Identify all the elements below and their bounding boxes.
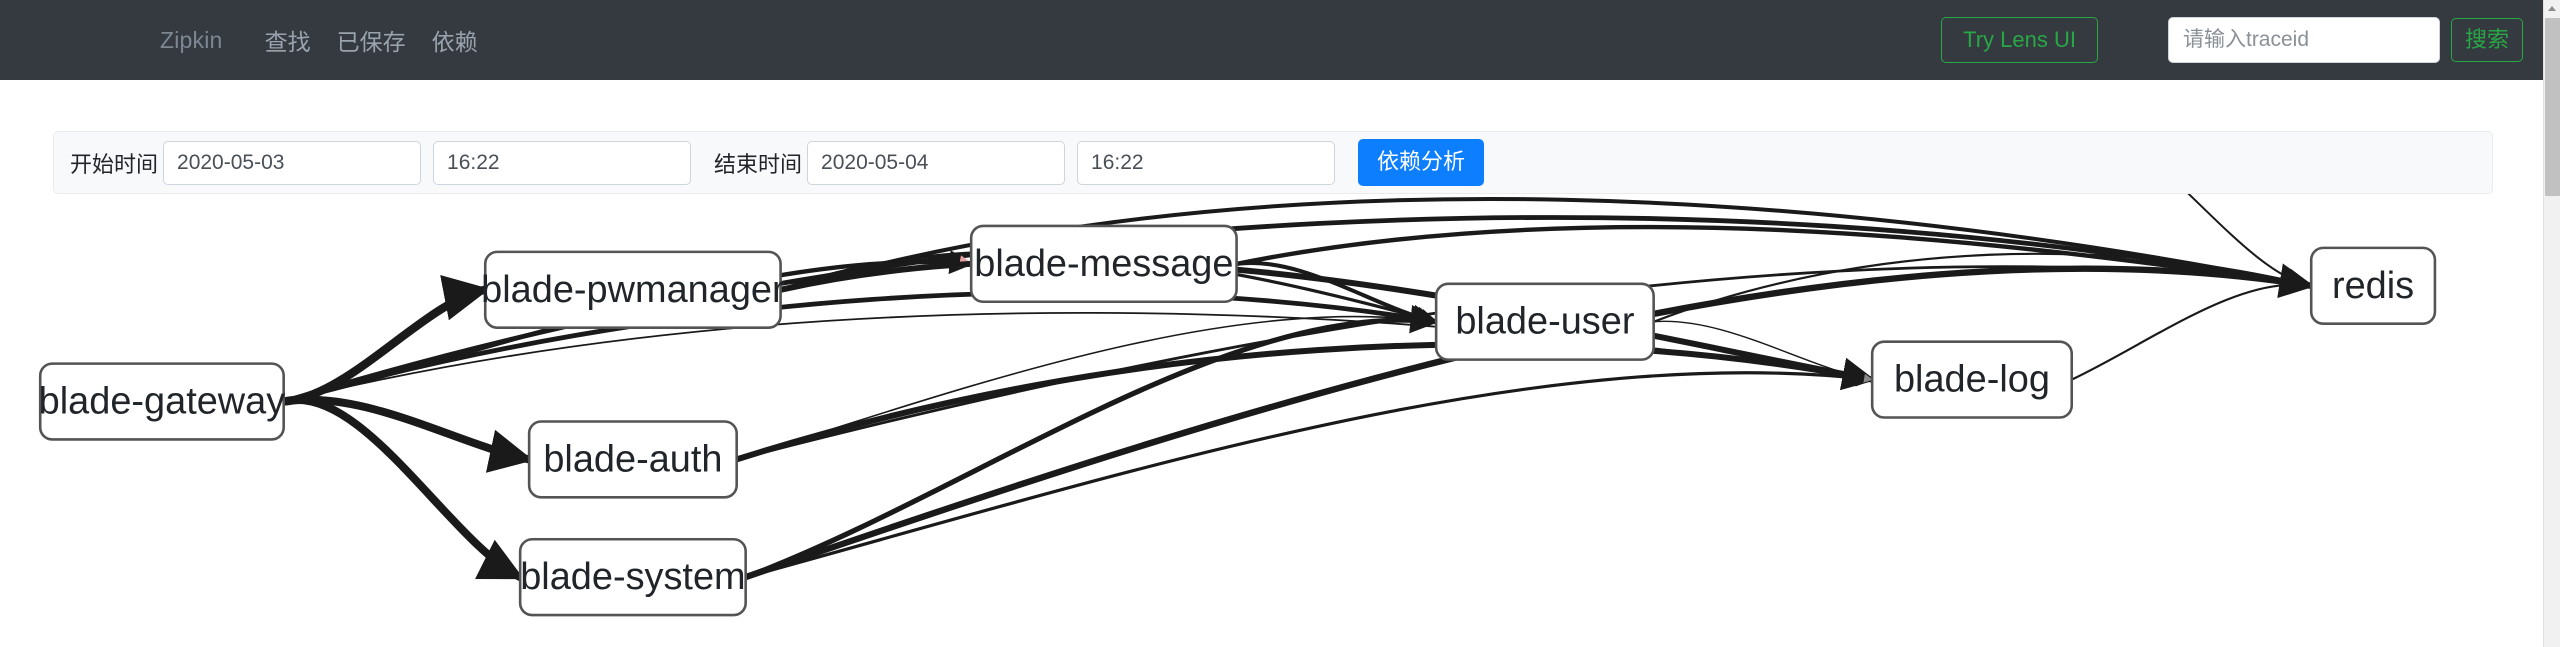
graph-node[interactable]: blade-message <box>969 224 1238 304</box>
graph-edge[interactable] <box>279 275 490 406</box>
graph-node-box[interactable] <box>38 362 285 441</box>
graph-node-layer: blade-gateway blade-pwmanager blade-auth bl… <box>38 224 2437 617</box>
graph-node[interactable]: blade-user <box>1434 282 1655 361</box>
graph-node-box[interactable] <box>518 537 747 617</box>
graph-node[interactable]: blade-log <box>1870 340 2074 419</box>
graph-edge[interactable] <box>733 341 1876 463</box>
try-lens-ui-button[interactable]: Try Lens UI <box>1941 16 2098 64</box>
graph-edge[interactable] <box>279 395 534 473</box>
start-date-input[interactable] <box>163 140 422 185</box>
graph-edge[interactable] <box>1234 224 2314 295</box>
dependency-graph-container[interactable]: blade-gateway blade-pwmanager blade-auth bl… <box>0 194 2543 647</box>
dependency-filter-bar: 开始时间 结束时间 依赖分析 <box>53 131 2493 194</box>
dependency-graph-svg[interactable]: blade-gateway blade-pwmanager blade-auth bl… <box>0 194 2543 647</box>
graph-node[interactable]: blade-pwmanager <box>481 250 785 330</box>
graph-node[interactable]: blade-auth <box>527 420 738 499</box>
end-time-input[interactable] <box>1077 140 1336 185</box>
scroll-up-arrow-icon[interactable] <box>2544 0 2560 17</box>
graph-edge[interactable] <box>1652 320 1874 383</box>
graph-edge[interactable] <box>777 258 1876 391</box>
graph-node-box[interactable] <box>2309 246 2437 326</box>
graph-edge[interactable] <box>735 315 1438 461</box>
graph-edge[interactable] <box>281 290 1439 404</box>
navbar: Zipkin 查找 已保存 依赖 Try Lens UI 搜索 <box>0 0 2543 80</box>
graph-node[interactable]: redis <box>2309 246 2437 326</box>
dependency-analyze-button[interactable]: 依赖分析 <box>1358 139 1485 186</box>
graph-edge[interactable] <box>279 395 525 582</box>
graph-edge[interactable] <box>2070 278 2313 381</box>
graph-node[interactable]: blade-gateway <box>38 362 286 441</box>
nav-links: 查找 已保存 依赖 <box>265 23 504 57</box>
graph-node-box[interactable] <box>1870 340 2074 419</box>
nav-link-saved[interactable]: 已保存 <box>336 29 406 55</box>
graph-node-box[interactable] <box>527 420 738 499</box>
nav-brand-zipkin[interactable]: Zipkin <box>160 26 223 53</box>
scrollbar-thumb[interactable] <box>2545 18 2560 196</box>
graph-node-box[interactable] <box>969 224 1238 304</box>
graph-edge[interactable] <box>1652 252 2313 323</box>
nav-link-dependency[interactable]: 依赖 <box>431 29 478 55</box>
start-time-input[interactable] <box>433 140 692 185</box>
graph-edge[interactable] <box>2080 194 2313 290</box>
graph-node-box[interactable] <box>483 250 782 330</box>
page-scrollbar[interactable] <box>2543 0 2560 647</box>
graph-node[interactable]: blade-system <box>518 537 747 617</box>
search-button[interactable]: 搜索 <box>2450 17 2523 63</box>
traceid-search-input[interactable] <box>2167 17 2440 63</box>
graph-edge[interactable] <box>744 369 1874 579</box>
end-time-label: 结束时间 <box>714 151 803 177</box>
end-date-input[interactable] <box>807 140 1066 185</box>
navbar-right-group: Try Lens UI 搜索 <box>1941 16 2543 64</box>
graph-edge[interactable] <box>743 304 1439 580</box>
graph-node-box[interactable] <box>1434 282 1655 361</box>
nav-link-find[interactable]: 查找 <box>264 29 311 55</box>
start-time-label: 开始时间 <box>70 151 159 177</box>
